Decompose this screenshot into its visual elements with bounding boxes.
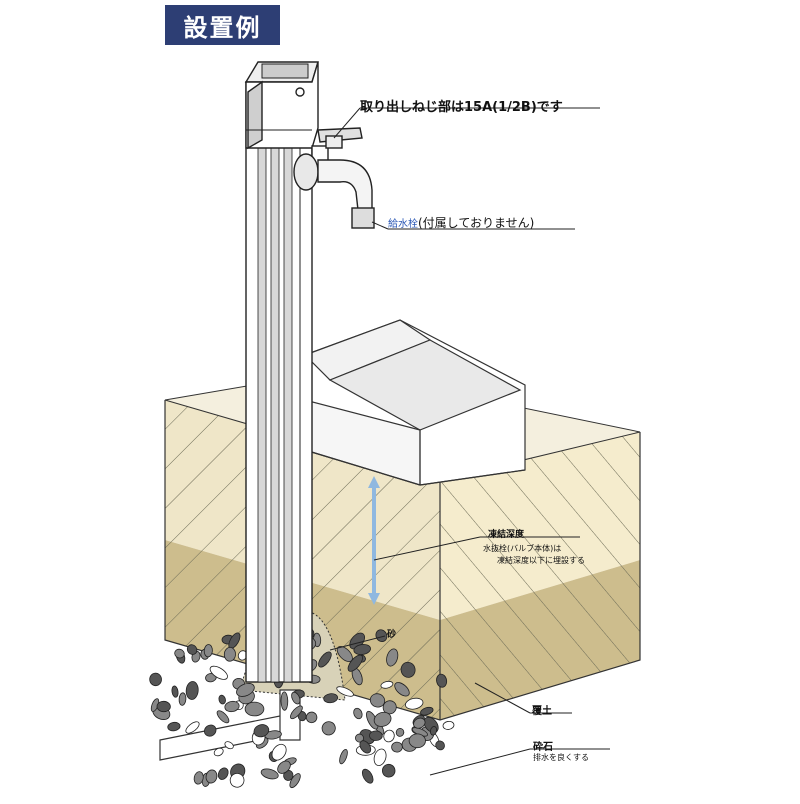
gravel-stone [193,771,204,785]
faucet-name: 給水栓 [388,219,418,230]
gravel-stone [321,721,336,736]
gravel-stone [336,686,354,697]
gravel-stone [391,741,403,753]
gravel-stone [442,720,455,730]
gravel-stone [229,773,245,788]
gravel-stone [205,769,218,784]
gravel-stone [185,721,200,734]
gravel-stone [420,706,434,716]
sand-label: 砂 [387,630,397,640]
gravel-stone [277,760,291,774]
gravel-stone [283,769,294,781]
gravel-stone [213,747,224,757]
gravel-label: 砕石 [533,742,553,753]
gravel-stone [386,648,399,667]
thread-size-label: 取り出しねじ部は15A(1/2B)です [360,100,563,115]
gravel-stone [289,773,301,789]
gravel-stone [203,724,217,737]
gravel-stone [405,697,424,710]
gravel-stone [381,763,396,778]
frost-depth-arrow [368,476,380,605]
gravel-stone [369,693,386,708]
faucet [293,127,375,229]
backfill-label: 覆土 [532,706,552,717]
gravel-stone [171,685,179,698]
gravel-stone [224,700,240,713]
gravel-stone [290,705,303,720]
gravel-stone [339,748,348,765]
gravel-stone [355,733,364,743]
gravel-stone [408,733,426,749]
gravel-stone [203,644,213,658]
gravel-stone [430,726,437,736]
gravel-stone [394,682,410,697]
gravel-stone [167,721,181,732]
gravel-stone [280,691,289,711]
faucet-label: 給水栓(付属しておりません) [388,214,534,231]
gravel-stone [435,740,445,751]
gravel-stone [400,661,416,678]
gravel-stone [217,767,229,780]
gravel-stone [361,768,374,784]
gravel-stone [260,768,279,780]
gravel-stone [305,711,318,724]
gravel-stone [318,651,332,668]
gravel-stone [149,672,162,687]
frost-depth-label: 凍結深度 [488,530,525,540]
diagram-title: 設置例 [165,5,280,45]
gravel-note: 排水を良くする [533,753,589,762]
gravel-stone [347,654,363,672]
gravel-stone [353,644,371,655]
gravel-stone [253,724,270,738]
gravel-stone [359,740,372,754]
faucet-note: (付属しておりません) [418,216,535,230]
gravel-stone [271,743,287,761]
gravel-stone [178,692,187,706]
gravel-stone [369,730,383,741]
gravel-stone [373,711,392,727]
gravel-stone [223,647,236,662]
gravel-stone [436,673,448,688]
gravel-stone [380,680,394,689]
gravel-stone [395,728,405,737]
gravel-stone [185,681,199,700]
gravel-stone [174,648,185,659]
gravel-stone [236,682,255,697]
frost-note-line1: 水抜栓(バルブ本体)は [483,544,562,553]
gravel-stone [209,665,228,680]
gravel-stone [218,694,226,705]
gravel-stone [186,644,198,655]
gravel-stone [323,693,339,704]
leader-lines [329,107,610,776]
gravel-stone [383,729,395,743]
gravel-stone [413,717,426,729]
frost-note-line2: 凍結深度以下に埋設する [497,556,585,565]
gravel-stone [373,748,387,766]
gravel-stone [353,707,363,720]
gravel-stone [156,700,171,713]
gravel-stone [244,701,265,717]
basin [303,319,526,486]
gravel-stone [224,741,234,750]
gravel-stone [216,710,230,724]
gravel-stone [291,691,301,705]
